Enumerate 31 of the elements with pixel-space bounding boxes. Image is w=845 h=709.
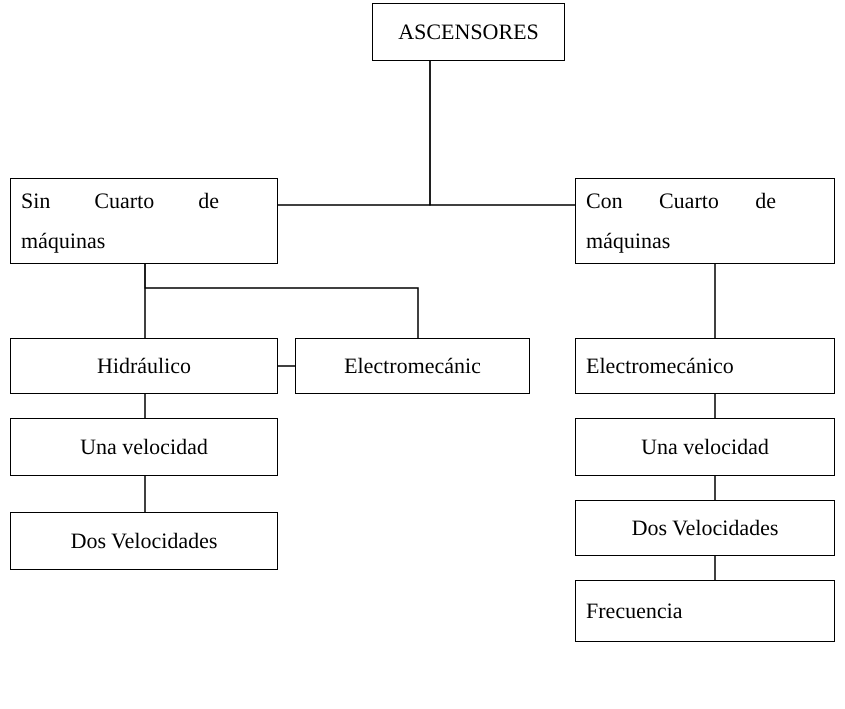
category-box <box>10 512 278 570</box>
box-label: ASCENSORES <box>397 19 540 45</box>
connector-line <box>144 394 146 418</box>
connector-line <box>714 394 716 418</box>
category-box <box>10 178 278 264</box>
box-label: Dos Velocidades <box>70 528 218 554</box>
category-box <box>372 3 565 61</box>
category-box <box>575 500 835 556</box>
box-label: Sin Cuarto de máquinas <box>21 187 219 255</box>
box-label: Electromecánico <box>586 353 735 379</box>
category-box <box>575 418 835 476</box>
category-box <box>10 338 278 394</box>
category-box <box>575 580 835 642</box>
connector-line <box>714 476 716 500</box>
connector-line <box>429 61 575 206</box>
connector-line <box>714 264 716 338</box>
connector-line <box>144 264 419 338</box>
box-label: Electromecánic <box>343 353 482 379</box>
connector-line <box>714 556 716 580</box>
box-label: Una velocidad <box>79 434 209 460</box>
box-label: Con Cuarto de máquinas <box>586 187 776 255</box>
category-box <box>575 178 835 264</box>
box-label: Dos Velocidades <box>630 515 780 541</box>
category-box <box>295 338 530 394</box>
connector-line <box>144 476 146 512</box>
connector-line <box>278 365 295 367</box>
category-box <box>10 418 278 476</box>
box-label: Una velocidad <box>640 434 770 460</box>
box-label: Frecuencia <box>586 598 684 624</box>
category-box <box>575 338 835 394</box>
box-label: Hidráulico <box>96 353 192 379</box>
